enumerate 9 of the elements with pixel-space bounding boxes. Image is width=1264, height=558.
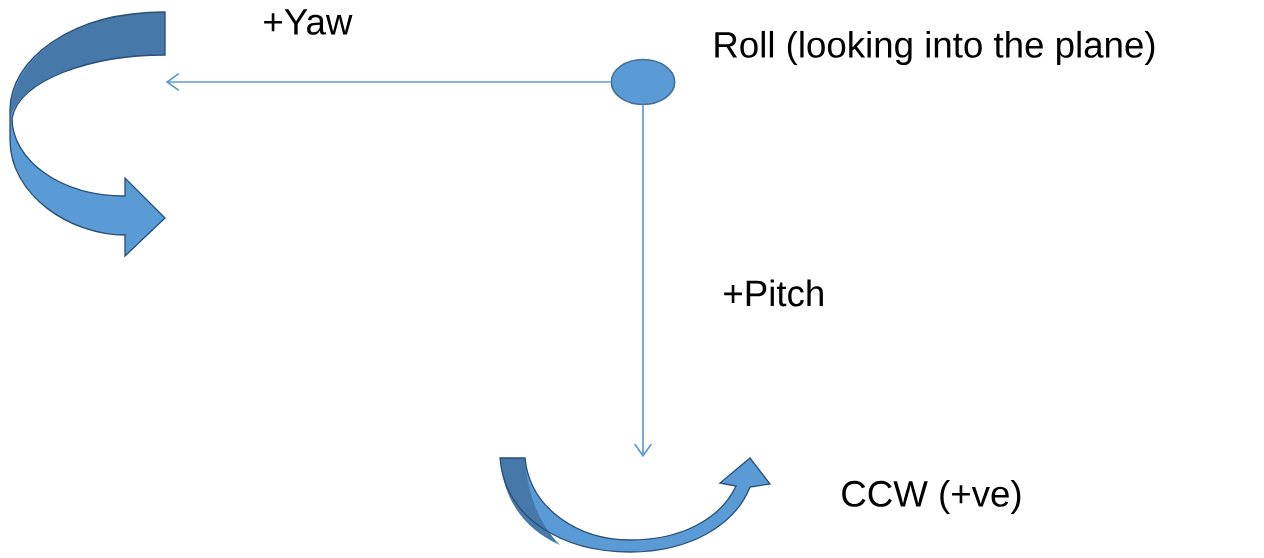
caption-text: CCW (+ve)	[842, 479, 1021, 515]
curved-arrow	[499, 457, 771, 553]
ellipse	[610, 58, 676, 106]
arrow	[633, 104, 653, 458]
caption-text: Roll (looking into the plane)	[715, 30, 1155, 66]
edge-label: +Pitch	[724, 279, 823, 307]
edge-label: +Yaw	[264, 9, 353, 35]
arrow	[165, 72, 612, 92]
curved-arrow	[9, 11, 166, 257]
